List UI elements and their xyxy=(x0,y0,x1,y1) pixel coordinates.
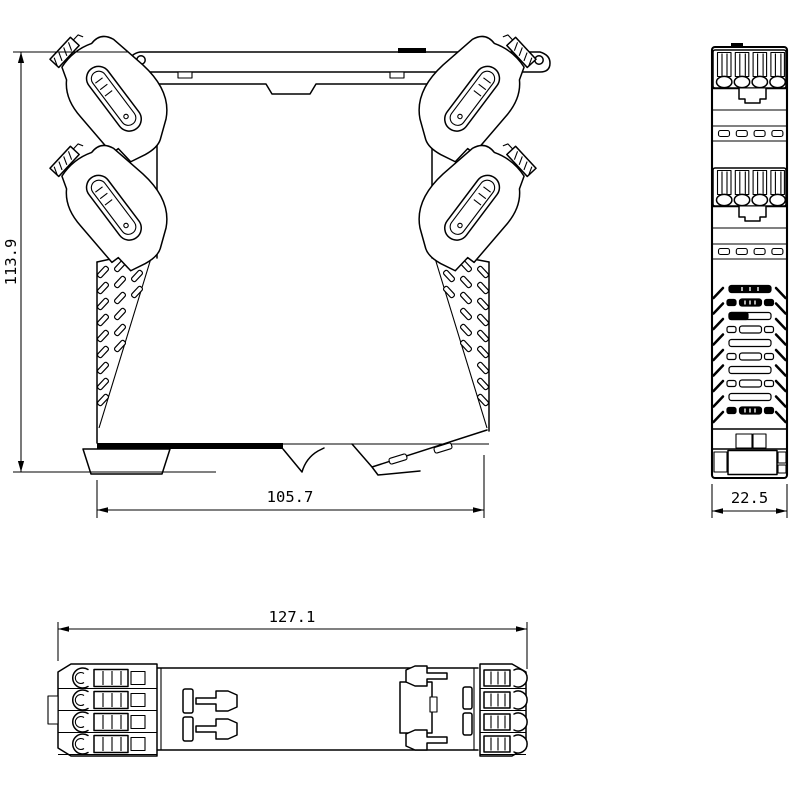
front-height-value: 113.9 xyxy=(2,239,20,286)
foot-bar xyxy=(97,443,283,449)
top-length-value: 127.1 xyxy=(269,608,316,626)
din-slider-block xyxy=(399,681,433,734)
vent-panel-left xyxy=(96,253,144,407)
top-interior-details xyxy=(182,665,473,751)
dimension-front-width: 105.7 xyxy=(96,455,485,518)
lid-marking xyxy=(398,48,426,53)
top-view: 127.1 xyxy=(47,608,528,757)
vent-panel-right xyxy=(442,253,490,407)
front-view: 113.9 105.7 xyxy=(2,9,551,518)
side-din-clip xyxy=(711,428,788,476)
din-rail-foot xyxy=(82,429,489,476)
lid-tab-right xyxy=(389,71,405,79)
side-vent-slots xyxy=(726,284,775,415)
top-terminal-block-left xyxy=(47,663,158,757)
side-top-marking xyxy=(731,43,743,48)
dimension-top-length: 127.1 xyxy=(57,608,528,669)
slider-latch xyxy=(405,729,448,751)
top-terminal-block-right xyxy=(479,663,528,757)
dimension-side-width: 22.5 xyxy=(711,484,788,518)
slider-latch xyxy=(405,665,448,687)
front-width-value: 105.7 xyxy=(267,488,314,506)
side-view: 22.5 xyxy=(710,43,789,518)
slider-latch xyxy=(195,718,238,740)
din-latch xyxy=(82,448,171,475)
dimension-front-height: 113.9 xyxy=(2,51,216,473)
slider-latch xyxy=(195,690,238,712)
lid-tab-left xyxy=(177,71,193,79)
side-width-value: 22.5 xyxy=(731,489,768,507)
side-vent-hatching xyxy=(712,286,787,424)
